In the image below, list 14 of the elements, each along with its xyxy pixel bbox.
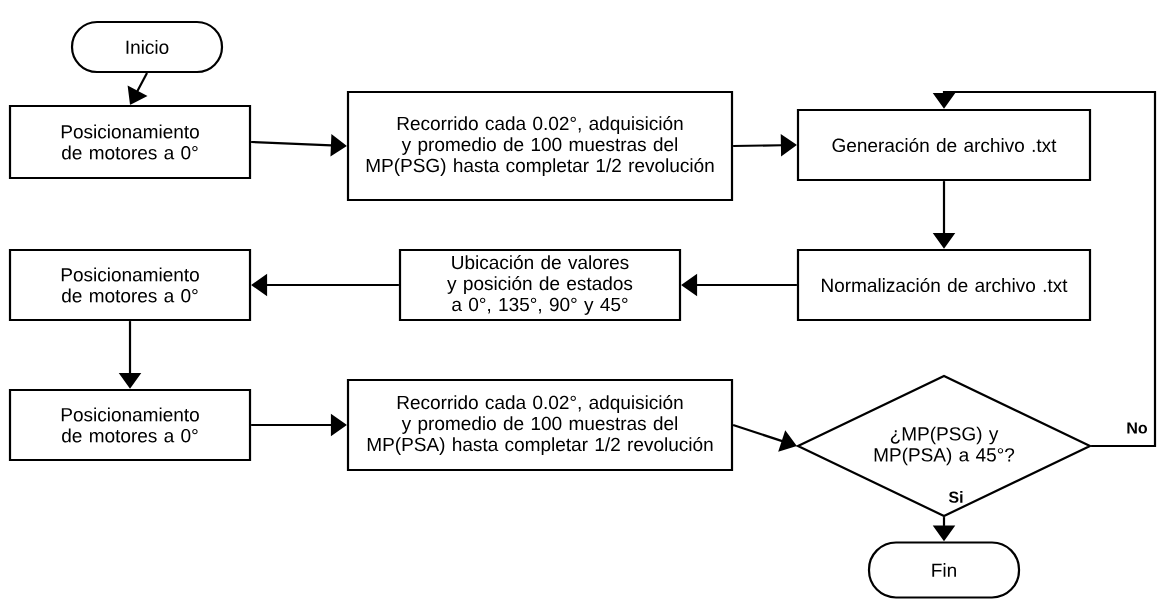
process-box: Generación de archivo .txt	[796, 108, 1092, 182]
process-box: Recorrido cada 0.02°, adquisición y promedio de 100 muestras del MP(PSG) hasta completar 1/2 revolución	[346, 90, 734, 202]
terminal-pill: Fin	[867, 541, 1021, 599]
arrow	[732, 423, 797, 452]
arrow	[127, 72, 148, 105]
edge-label: No	[1125, 421, 1149, 435]
terminal-pill: Inicio	[70, 20, 224, 74]
process-box: Normalización de archivo .txt	[796, 248, 1092, 322]
process-box: Recorrido cada 0.02°, adquisición y promedio de 100 muestras del MP(PSA) hasta completar 1/2 revolución	[346, 378, 734, 472]
edge-label: Si	[947, 490, 965, 504]
process-box: Posicionamiento de motores a 0°	[8, 248, 252, 322]
process-box: Posicionamiento de motores a 0°	[8, 388, 252, 462]
process-box: Ubicación de valores y posición de estados a 0°, 135°, 90° y 45°	[398, 248, 682, 322]
process-box: Posicionamiento de motores a 0°	[8, 104, 252, 180]
